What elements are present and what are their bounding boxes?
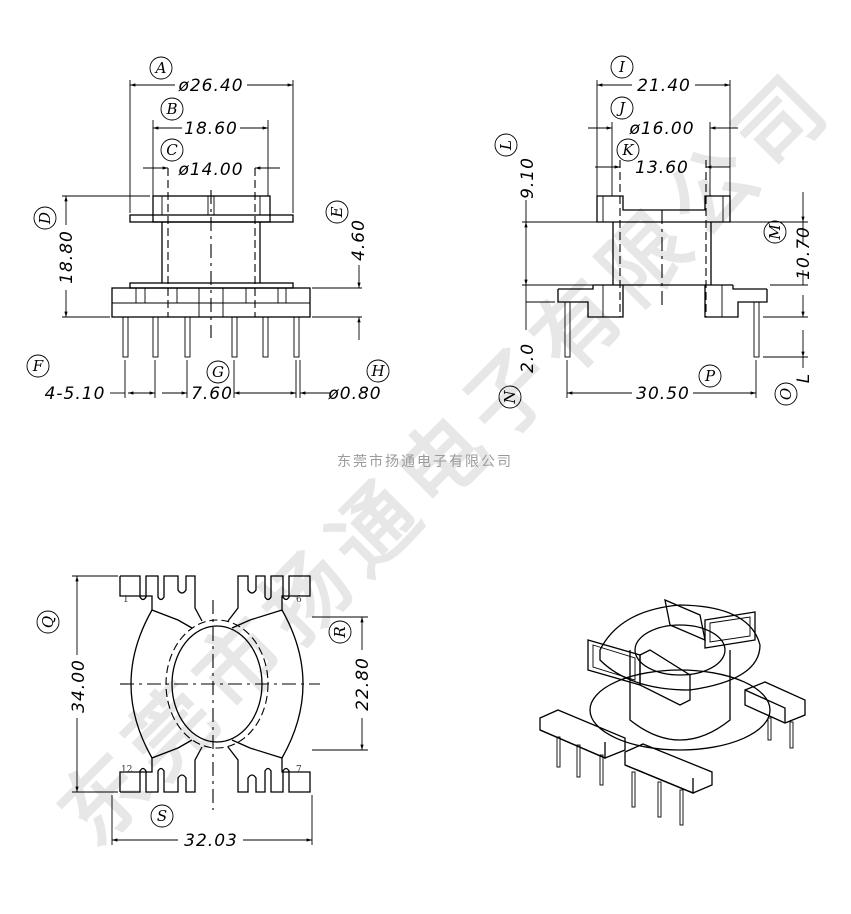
dim-A: ø26.40 [177,76,243,96]
label-B: B [165,100,177,118]
label-Q: Q [39,616,57,628]
dim-P: 30.50 [636,384,690,404]
dim-D: 18.80 [57,230,77,284]
dim-C: ø14.00 [177,160,243,180]
dim-O: L [794,373,814,383]
dim-Q: 34.00 [69,659,89,713]
company-caption: 东莞市扬通电子有限公司 [337,453,513,470]
svg-text:7: 7 [296,765,302,775]
dim-L: 9.10 [518,157,538,199]
dim-M: 10.70 [794,226,814,280]
label-A: A [154,59,167,77]
dim-R: 22.80 [353,657,373,711]
svg-text:12: 12 [121,765,132,775]
svg-text:1: 1 [123,595,129,605]
front-view: A ø26.40 B 18.60 C ø14.00 D 18.80 E 4.60 [26,56,390,404]
label-I: I [618,58,626,76]
label-G: G [212,363,224,381]
label-S: S [157,807,167,825]
label-P: P [704,367,716,385]
dim-I: 21.40 [637,76,691,96]
label-R: R [331,626,349,638]
dim-J: ø16.00 [628,119,694,139]
label-N: N [501,390,519,405]
dim-E: 4.60 [349,219,369,261]
label-J: J [616,99,626,117]
dim-B: 18.60 [184,119,238,139]
label-L: L [497,140,515,151]
label-F: F [32,357,44,375]
dim-K: 13.60 [635,158,689,178]
front-pins [122,316,300,358]
label-O: O [777,388,795,400]
top-view: 1 6 12 7 Q 34.00 R 22.80 S 32.03 [36,575,373,851]
dim-H: ø0.80 [327,384,381,404]
label-M: M [766,224,784,241]
label-C: C [166,141,178,159]
dim-G: 7.60 [191,384,233,404]
pin-numbers: 1 6 12 7 [121,595,302,775]
label-H: H [370,362,385,380]
dim-S: 32.03 [184,831,238,851]
label-K: K [621,141,634,159]
isometric-view [539,598,806,826]
side-view: I 21.40 J ø16.00 K 13.60 L 9.10 M 10.70 [494,55,814,409]
label-E: E [328,206,346,218]
dim-N: 2.0 [518,343,538,373]
label-D: D [36,212,54,225]
svg-text:6: 6 [296,595,302,605]
dim-F: 4-5.10 [45,384,106,404]
